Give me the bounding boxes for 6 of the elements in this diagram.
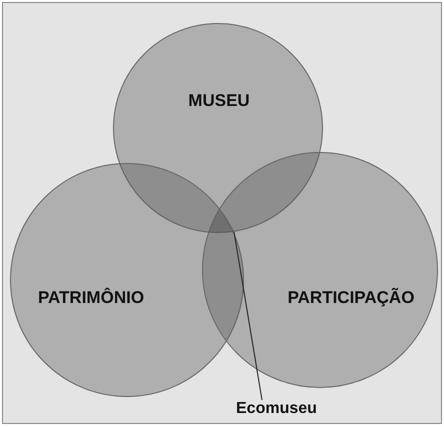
circle-label: MUSEU <box>188 91 250 111</box>
circle-label: PARTICIPAÇÃO <box>288 288 414 308</box>
intersection-region <box>208 210 235 233</box>
circle-label: PATRIMÔNIO <box>38 288 144 308</box>
leader-line <box>234 231 262 400</box>
callout-label: Ecomuseu <box>236 400 317 418</box>
